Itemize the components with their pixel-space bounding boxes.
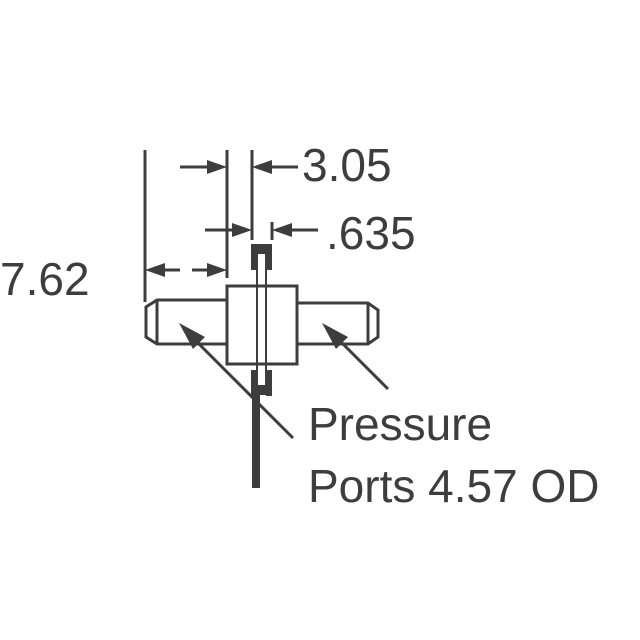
arrowhead-762-right bbox=[207, 263, 227, 277]
arrowhead-305-right bbox=[252, 160, 272, 174]
arrowhead-305-left bbox=[207, 160, 227, 174]
leader-line-left-port bbox=[188, 333, 295, 440]
sensor-body bbox=[225, 284, 299, 366]
dim-label-overall-width: 7.62 bbox=[0, 253, 90, 305]
arrowhead-635-left bbox=[232, 223, 252, 237]
dim-label-body-width: 3.05 bbox=[302, 139, 392, 191]
right-port-outline bbox=[297, 301, 380, 346]
callout-line-2: Ports 4.57 OD bbox=[308, 460, 599, 512]
left-port-outline bbox=[144, 298, 226, 346]
callout-line-1: Pressure bbox=[308, 398, 492, 450]
arrowhead-762-left bbox=[145, 263, 165, 277]
dim-label-lead-thickness: .635 bbox=[326, 207, 416, 259]
arrowhead-leader-right bbox=[322, 323, 348, 349]
arrowhead-leader-left bbox=[179, 323, 205, 349]
lead-frame bbox=[251, 244, 272, 488]
arrowhead-635-right bbox=[272, 223, 292, 237]
